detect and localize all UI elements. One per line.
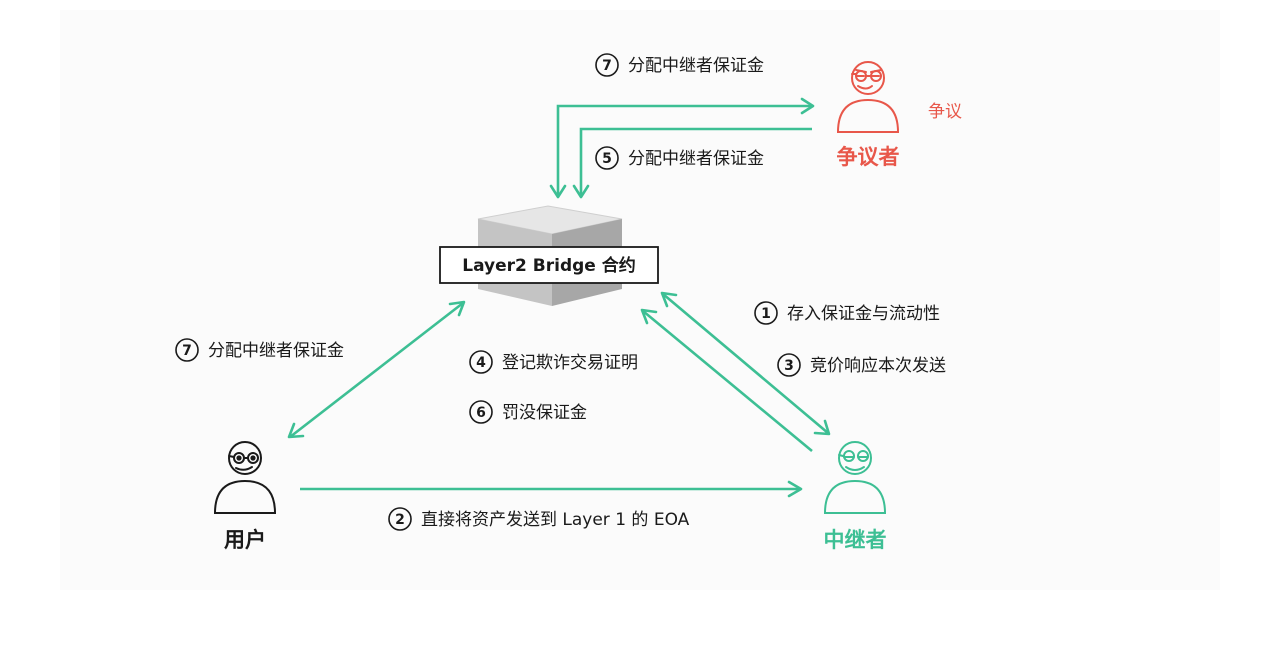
contract-label-box (439, 246, 659, 284)
arrow-head-relayer-from-user (787, 480, 803, 498)
user-avatar-icon (213, 441, 277, 514)
arrow-head-contract-left (549, 184, 567, 199)
disputer-avatar-icon (836, 61, 900, 133)
arrow-relayer-to-contract (642, 309, 813, 453)
step-7-left-text: 分配中继者保证金 (208, 341, 344, 361)
arrow-head-contract-from-user (448, 300, 466, 317)
step-6: 6 罚没保证金 (469, 400, 587, 424)
arrow-head-disputer (800, 97, 815, 115)
step-5-number: 5 (602, 151, 612, 167)
step-3-text: 竞价响应本次发送 (810, 356, 946, 376)
arrow-head-user (287, 422, 305, 439)
arrow-distribute-to-disputer (556, 104, 812, 196)
diagram-background (60, 10, 1220, 590)
contract-label: Layer2 Bridge 合约 (462, 255, 635, 276)
step-7-left: 7 分配中继者保证金 (175, 338, 344, 362)
step-1: 1 存入保证金与流动性 (754, 301, 940, 325)
disputer-name: 争议者 (837, 145, 900, 169)
step-7-top-text: 分配中继者保证金 (628, 56, 764, 76)
flow-arrows (287, 97, 831, 498)
user-actor: 用户 (213, 441, 277, 552)
step-2: 2 直接将资产发送到 Layer 1 的 EOA (388, 507, 690, 531)
step-4-number: 4 (476, 355, 486, 371)
step-5-text: 分配中继者保证金 (628, 149, 764, 169)
step-3-number: 3 (784, 358, 794, 374)
user-name: 用户 (224, 528, 266, 552)
step-3: 3 竞价响应本次发送 (777, 353, 946, 377)
step-4-text: 登记欺诈交易证明 (502, 353, 638, 373)
arrow-head-relayer (813, 419, 831, 436)
step-5: 5 分配中继者保证金 (595, 146, 764, 170)
arrow-contract-to-relayer (662, 293, 829, 434)
step-6-number: 6 (476, 405, 486, 421)
relayer-name: 中继者 (824, 528, 887, 552)
bridge-contract-node: Layer2 Bridge 合约 (439, 205, 659, 306)
arrow-head-contract-inner (572, 184, 590, 199)
step-1-text: 存入保证金与流动性 (787, 304, 940, 324)
step-2-number: 2 (395, 512, 405, 528)
step-6-text: 罚没保证金 (502, 403, 587, 423)
step-4: 4 登记欺诈交易证明 (469, 350, 638, 374)
arrow-distribute-5 (579, 127, 812, 197)
arrow-head-contract-top-right (660, 291, 678, 308)
step-2-text: 直接将资产发送到 Layer 1 的 EOA (421, 510, 690, 530)
step-1-number: 1 (761, 306, 771, 322)
relayer-avatar-icon (823, 441, 887, 514)
step-7-top: 7 分配中继者保证金 (595, 53, 764, 77)
step-7-top-number: 7 (602, 58, 612, 74)
relayer-actor: 中继者 (823, 441, 887, 552)
disputer-actor: 争议者 争议 (836, 61, 962, 169)
arrow-head-contract-from-relayer (640, 308, 658, 325)
arrow-user-contract (289, 301, 464, 439)
disputer-side-label: 争议 (928, 102, 962, 122)
step-7-left-number: 7 (182, 343, 192, 359)
